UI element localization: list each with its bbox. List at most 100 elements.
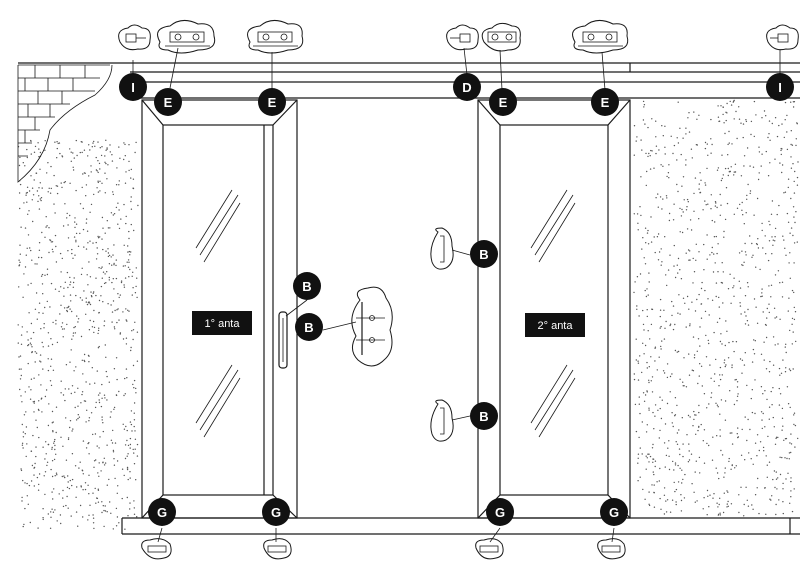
speckle-dot [35, 419, 37, 421]
speckle-dot [674, 462, 677, 464]
speckle-dot [26, 186, 29, 188]
speckle-dot [756, 455, 758, 457]
speckle-dot [47, 424, 50, 427]
speckle-dot [708, 506, 710, 508]
speckle-dot [745, 120, 748, 123]
speckle-dot [98, 401, 101, 404]
speckle-dot [51, 446, 53, 449]
speckle-dot [687, 249, 690, 251]
speckle-dot [695, 433, 697, 435]
speckle-dot [686, 434, 688, 436]
svg-text:G: G [157, 505, 167, 520]
speckle-dot [128, 144, 130, 146]
speckle-dot [780, 147, 782, 150]
speckle-dot [790, 156, 792, 158]
speckle-dot [131, 294, 133, 296]
speckle-dot [711, 299, 714, 301]
speckle-dot [719, 378, 722, 381]
speckle-dot [787, 186, 789, 189]
speckle-dot [790, 143, 792, 146]
speckle-dot [743, 261, 745, 263]
speckle-dot [655, 197, 657, 199]
speckle-dot [755, 266, 757, 268]
speckle-dot [69, 148, 71, 150]
speckle-dot [746, 499, 748, 501]
speckle-dot [74, 391, 76, 393]
speckle-dot [21, 423, 23, 426]
speckle-dot [65, 364, 68, 366]
speckle-dot [710, 118, 712, 121]
speckle-dot [652, 411, 654, 414]
speckle-dot [26, 495, 28, 497]
speckle-dot [46, 268, 49, 270]
speckle-dot [648, 461, 650, 463]
speckle-dot [128, 169, 130, 172]
speckle-dot [640, 139, 642, 141]
speckle-dot [781, 429, 783, 431]
speckle-dot [90, 203, 93, 206]
speckle-dot [20, 368, 22, 370]
speckle-dot [83, 290, 85, 292]
speckle-dot [30, 480, 33, 482]
speckle-dot [88, 474, 90, 476]
speckle-dot [663, 487, 666, 489]
speckle-dot [644, 123, 646, 125]
speckle-dot [741, 250, 743, 252]
speckle-dot [71, 453, 74, 455]
speckle-dot [693, 418, 695, 421]
speckle-dot [73, 370, 75, 372]
speckle-dot [95, 294, 97, 297]
speckle-dot [660, 264, 662, 266]
speckle-dot [92, 242, 94, 244]
speckle-dot [130, 168, 132, 171]
speckle-dot [113, 264, 115, 266]
speckle-dot [746, 384, 748, 387]
speckle-dot [133, 425, 135, 428]
speckle-dot [651, 308, 653, 310]
speckle-dot [88, 355, 90, 357]
speckle-dot [719, 497, 721, 499]
speckle-dot [729, 273, 731, 275]
speckle-dot [785, 437, 788, 440]
speckle-dot [705, 204, 707, 206]
speckle-dot [719, 214, 721, 216]
speckle-dot [695, 144, 698, 146]
speckle-dot [768, 303, 770, 305]
speckle-dot [28, 386, 30, 388]
speckle-dot [28, 484, 31, 487]
speckle-dot [646, 309, 648, 311]
speckle-dot [26, 201, 28, 203]
speckle-dot [115, 277, 118, 280]
speckle-dot [72, 152, 74, 154]
speckle-dot [19, 355, 22, 357]
speckle-dot [112, 214, 115, 216]
speckle-dot [51, 460, 54, 462]
speckle-dot [698, 114, 700, 117]
speckle-dot [56, 141, 58, 143]
speckle-dot [639, 273, 642, 275]
speckle-dot [652, 471, 654, 473]
speckle-dot [757, 247, 760, 249]
speckle-dot [38, 400, 40, 402]
speckle-dot [761, 292, 763, 294]
speckle-dot [787, 403, 790, 405]
speckle-dot [648, 504, 651, 507]
speckle-dot [29, 398, 32, 400]
speckle-dot [662, 198, 664, 200]
speckle-dot [70, 392, 73, 395]
speckle-dot [668, 164, 670, 166]
speckle-dot [32, 401, 34, 403]
speckle-dot [97, 329, 100, 332]
speckle-dot [774, 158, 776, 160]
speckle-dot [686, 228, 689, 230]
marker-b-2: B [295, 313, 323, 341]
speckle-dot [673, 481, 675, 484]
speckle-dot [119, 332, 122, 334]
speckle-dot [789, 232, 791, 234]
speckle-dot [658, 149, 660, 151]
speckle-dot [136, 455, 139, 457]
speckle-dot [663, 494, 666, 496]
speckle-dot [666, 175, 668, 178]
speckle-dot [85, 447, 88, 449]
speckle-dot [97, 141, 99, 143]
